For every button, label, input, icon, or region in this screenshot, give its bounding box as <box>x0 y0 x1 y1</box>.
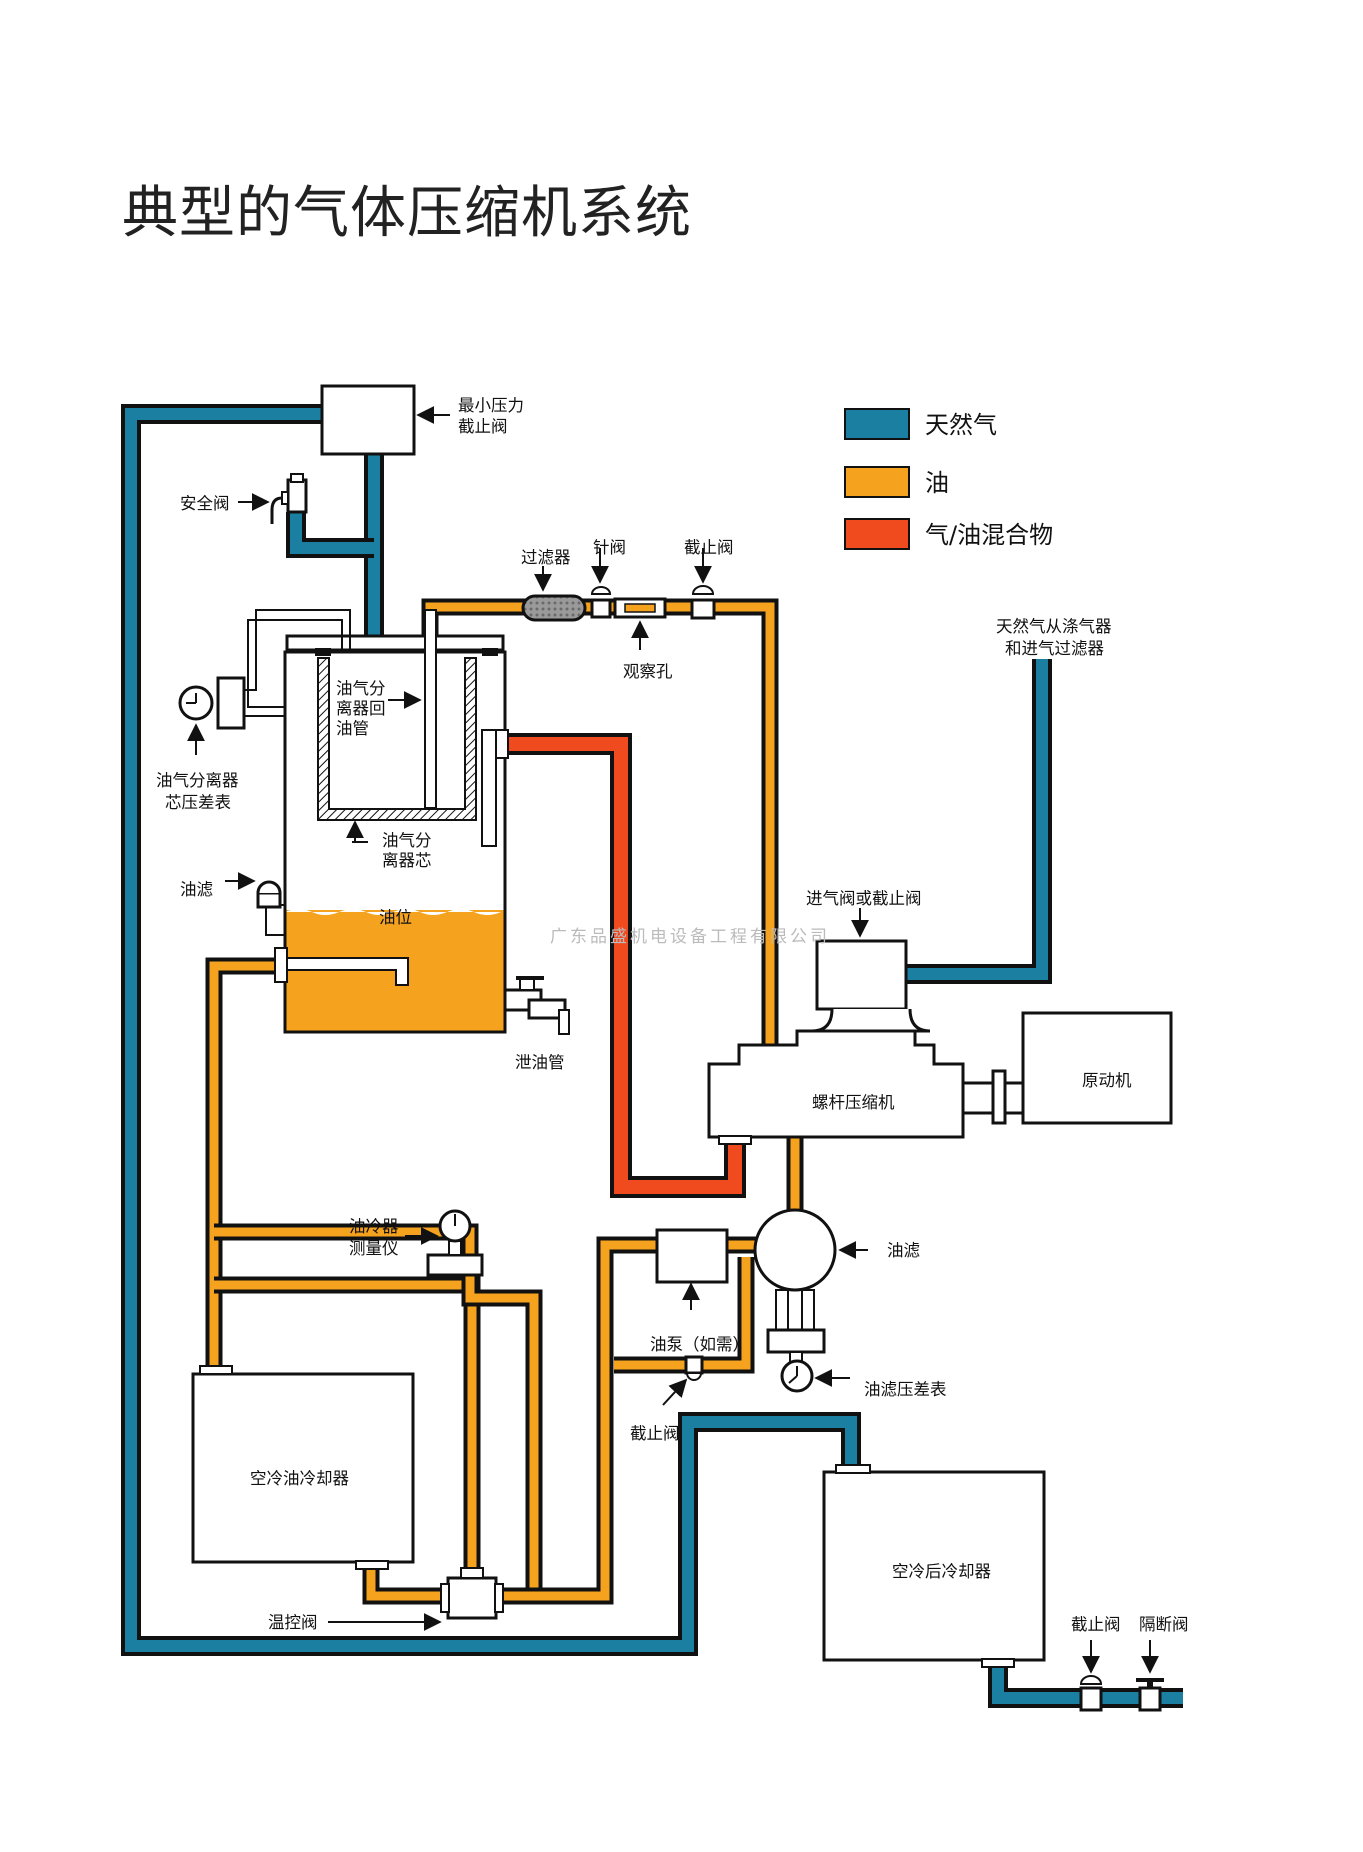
label-return-pipe-1: 油气分 <box>336 679 386 698</box>
label-oil-pump: 油泵（如需） <box>650 1335 749 1354</box>
label-core-1: 油气分 <box>382 831 432 850</box>
watermark: 广东品盛机电设备工程有限公司 <box>550 927 830 947</box>
labels: 最小压力 截止阀 安全阀 过滤器 针阀 截止阀 观察孔 天然气从涤气器 和进气过… <box>156 396 1189 1634</box>
legend-label-mix: 气/油混合物 <box>925 521 1053 549</box>
label-drain-pipe: 泄油管 <box>515 1053 565 1072</box>
label-isolation-valve: 隔断阀 <box>1139 1615 1189 1634</box>
label-gas-inlet-1: 天然气从涤气器 <box>996 617 1112 636</box>
label-min-pressure-1: 最小压力 <box>458 396 524 415</box>
label-oil-level: 油位 <box>379 908 412 927</box>
label-oil-filter-left: 油滤 <box>180 880 213 899</box>
label-air-after-cooler: 空冷后冷却器 <box>892 1562 992 1581</box>
shutoff-valve-top <box>690 585 716 620</box>
line-filter <box>521 594 587 622</box>
label-filter: 过滤器 <box>521 548 571 567</box>
label-gas-inlet-2: 和进气过滤器 <box>1005 639 1105 658</box>
shutoff-valve-out <box>1079 1675 1103 1712</box>
legend-label-gas: 天然气 <box>925 411 997 439</box>
drain-valve <box>503 976 570 1035</box>
legend-swatch-mix <box>844 518 910 550</box>
mix-pipe <box>505 733 746 1198</box>
page-title: 典型的气体压缩机系统 <box>122 181 692 246</box>
label-air-oil-cooler: 空冷油冷却器 <box>250 1469 350 1488</box>
safety-valve <box>270 473 308 524</box>
label-diff-gauge-1: 油气分离器 <box>156 771 239 790</box>
thermostatic-valve <box>440 1567 504 1620</box>
label-oil-filter-right: 油滤 <box>887 1241 920 1260</box>
air-oil-cooler <box>191 1365 415 1570</box>
legend: 天然气 油 气/油混合物 <box>844 408 1053 550</box>
label-min-pressure-2: 截止阀 <box>458 417 508 436</box>
legend-swatch-oil <box>844 466 910 498</box>
legend-swatch-gas <box>844 408 910 440</box>
label-diff-gauge-2: 芯压差表 <box>165 793 231 812</box>
label-needle-valve: 针阀 <box>593 538 626 557</box>
needle-valve <box>590 586 612 619</box>
air-after-cooler <box>822 1464 1046 1668</box>
label-thermostatic-valve: 温控阀 <box>268 1613 318 1632</box>
min-pressure-valve <box>320 384 416 456</box>
label-filter-diff-gauge: 油滤压差表 <box>864 1380 947 1399</box>
separator-tank <box>235 609 509 1034</box>
isolation-valve <box>1136 1678 1164 1712</box>
oil-filter-left <box>256 880 285 936</box>
sight-glass <box>613 597 667 619</box>
oil-filter-right <box>753 1208 837 1363</box>
prime-mover <box>1021 1011 1173 1125</box>
cooler-gauge <box>426 1209 484 1277</box>
label-cooler-gauge-1: 油冷器 <box>349 1217 399 1236</box>
label-return-pipe-3: 油管 <box>336 719 369 738</box>
label-screw-compressor: 螺杆压缩机 <box>812 1093 895 1112</box>
label-shutoff-top: 截止阀 <box>684 538 734 557</box>
screw-compressor <box>707 1029 1031 1145</box>
label-prime-mover: 原动机 <box>1082 1071 1132 1090</box>
label-shutoff-bottom: 截止阀 <box>630 1424 680 1443</box>
label-safety-valve: 安全阀 <box>180 494 230 513</box>
label-inlet-valve: 进气阀或截止阀 <box>806 889 922 908</box>
shutoff-valve-bottom <box>684 1355 704 1381</box>
oil-pump <box>655 1228 729 1284</box>
separator-diff-gauge <box>178 676 246 730</box>
label-cooler-gauge-2: 测量仪 <box>349 1239 399 1258</box>
filter-diff-gauge <box>780 1359 814 1393</box>
label-sight-glass: 观察孔 <box>623 662 673 681</box>
label-core-2: 离器芯 <box>382 851 432 870</box>
label-shutoff-out: 截止阀 <box>1071 1615 1121 1634</box>
label-return-pipe-2: 离器回 <box>336 699 386 718</box>
legend-label-oil: 油 <box>925 469 949 497</box>
inlet-valve <box>811 939 931 1033</box>
